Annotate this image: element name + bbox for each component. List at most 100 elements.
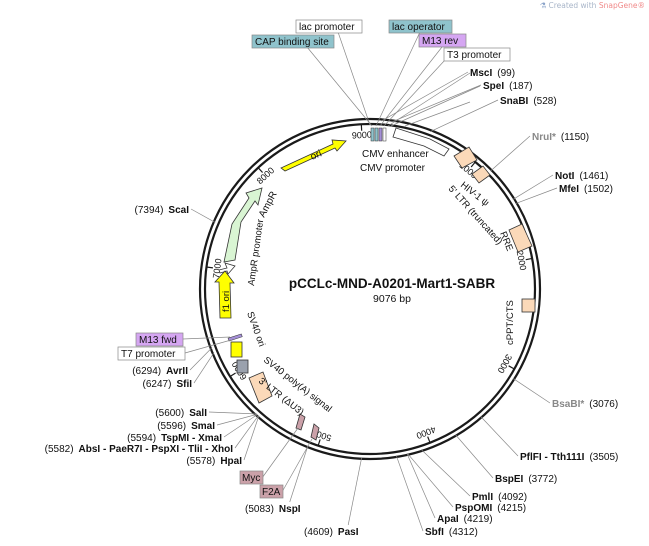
site-name: PspOMI [455,503,492,514]
site-name: ScaI [168,205,189,216]
cap-binding-label: CAP binding site [255,37,329,48]
site-position: (4092) [498,492,527,503]
hiv-psi-block [471,165,491,184]
f2a-box [259,484,284,499]
cap-binding-box [251,34,335,49]
site-name: AvrII [166,366,188,377]
site-leader-line [189,347,213,371]
site-position: (187) [509,81,532,92]
site-name: AbsI - PaeR7I - PspXI - TliI - XhoI [79,444,234,455]
site-leader-line [395,455,424,532]
top-feature-labels: lac promoter CAP binding site lac operat… [251,19,511,127]
f1-ori-label: f1 ori [221,291,232,312]
site-name: SfiI [176,379,192,390]
leader-line [182,336,231,340]
site-position: (1461) [579,171,608,182]
cppt-label: cPPT/CTS [505,300,516,345]
site-leader-line [515,187,558,205]
sv40-ori-label: SV40 ori [244,310,267,348]
tick-mark [525,257,533,261]
site-name: MscI [470,68,492,79]
restriction-sites: MscI(99)SpeI(187)SnaBI(528)NruI*(1150)No… [45,68,619,538]
f2a-label: F2A [262,487,281,498]
backbone-outer-circle [198,117,542,461]
cap-binding-marker [370,127,375,142]
plasmid-name: pCCLc-MND-A0201-Mart1-SABR [289,276,496,291]
site-leader-line [216,413,258,426]
site-name: TspMI - XmaI [161,433,222,444]
site-leader-line [430,99,499,132]
tick-label: 3000 [496,353,514,375]
cmv-promoter-label: CMV promoter [360,163,426,174]
tick-label: 2000 [515,250,529,272]
sv40-ori-block [230,341,243,358]
myc-label: Myc [242,473,260,484]
lac-promoter-label: lac promoter [299,22,355,33]
site-leader-line [420,449,471,497]
leader-line [404,101,471,127]
tick-mark [427,436,431,443]
ltr3-block [248,371,273,404]
site-name: SalI [189,408,207,419]
m13-fwd-marker [227,333,243,342]
site-name: NotI [555,171,575,182]
leader-line [390,85,481,127]
site-leader-line [347,457,363,526]
site-leader-line [289,445,309,503]
m13-rev-marker [378,127,383,142]
site-name: NruI* [532,132,556,143]
tick-mark [508,365,515,370]
tick-label: 7000 [211,258,224,279]
site-leader-line [391,84,482,123]
site-leader-line [490,135,531,172]
site-leader-line [512,378,551,404]
snapgene-branding: ⚗Created with SnapGene® [539,1,645,10]
site-name: PmlI [472,492,493,503]
ori-arrow [280,139,347,172]
leader-line [261,427,299,479]
site-position: (5594) [127,433,156,444]
site-position: (99) [497,68,515,79]
site-leader-line [223,414,258,438]
site-leader-line [243,415,260,461]
site-position: (3772) [528,474,557,485]
m13-fwd-box [135,332,184,347]
rre-block [508,223,533,253]
site-position: (5596) [157,421,186,432]
ampr-arrow [223,187,263,263]
lac-operator-label: lac operator [392,22,445,33]
site-position: (5600) [155,408,184,419]
tick-label: 9000 [352,130,373,141]
site-position: (4312) [449,527,478,538]
cppt-block [521,298,536,313]
m13-rev-box [418,33,467,48]
ampr-promoter-label: AmpR promoter [246,218,266,286]
grey-feature-block [236,359,249,374]
site-leader-line [381,71,469,122]
ltr5-block [453,146,478,169]
site-leader-line [407,453,454,508]
site-position: (1502) [584,184,613,195]
site-name: BspEI [495,474,524,485]
site-name: SmaI [191,421,215,432]
leader-line [379,46,443,127]
site-position: (5578) [186,456,215,467]
t7-promoter-label: T7 promoter [121,349,176,360]
site-leader-line [406,453,436,519]
lac-operator-marker [374,127,379,142]
m13-fwd-label: M13 fwd [139,335,177,346]
cmv-enhancer-label: CMV enhancer [362,149,429,160]
site-position: (3076) [589,399,618,410]
site-name: SnaBI [500,96,529,107]
t7-promoter-box [117,346,186,361]
site-position: (3505) [589,452,618,463]
site-name: MfeI [559,184,579,195]
site-name: SbfI [425,527,444,538]
site-leader-line [234,415,259,449]
cmv-enhancer-arrow [392,127,450,157]
site-name: ApaI [437,514,459,525]
site-position: (6294) [132,366,161,377]
site-position: (4609) [304,527,333,538]
